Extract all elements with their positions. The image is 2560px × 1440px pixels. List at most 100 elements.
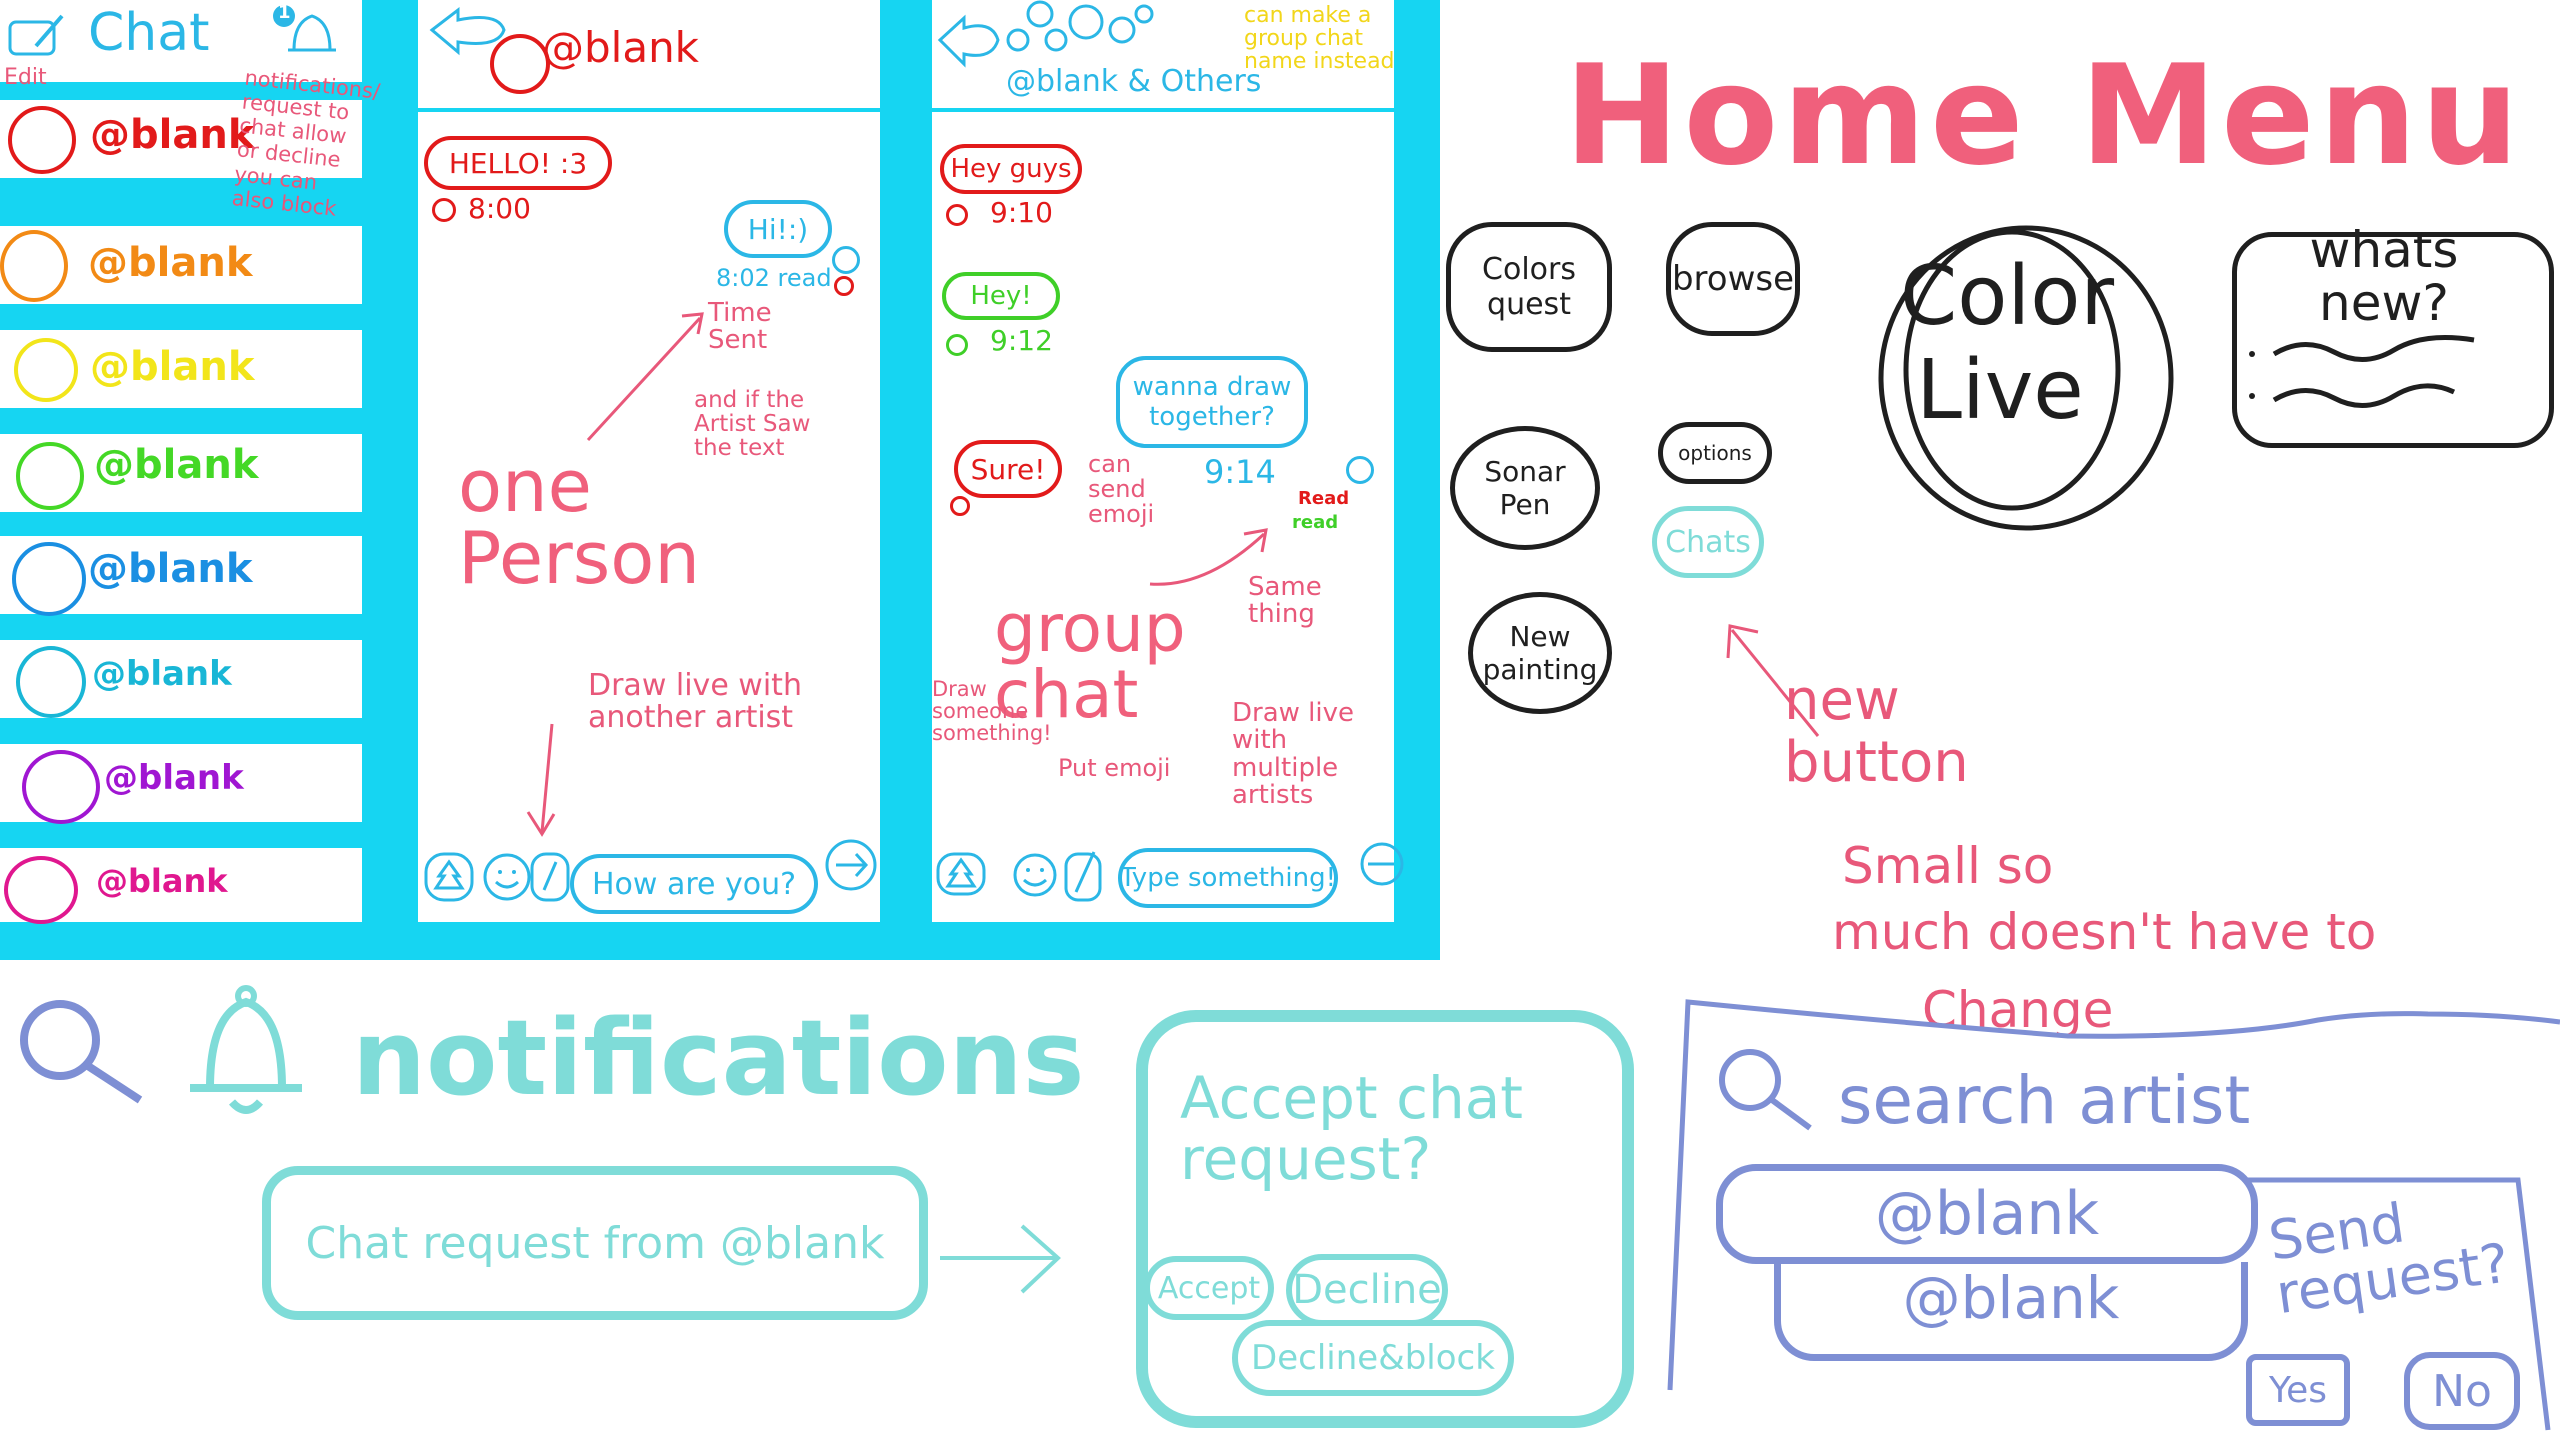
edit-icon[interactable] xyxy=(6,12,66,62)
incoming-time: 8:00 xyxy=(468,192,531,225)
chat-row-name: @blank xyxy=(96,862,228,900)
no-button[interactable]: No xyxy=(2404,1352,2520,1430)
outgoing-status: 8:02 read xyxy=(716,264,832,292)
outgoing-time: 9:14 xyxy=(1204,453,1276,491)
back-arrow-icon[interactable] xyxy=(422,4,512,58)
notifications-title: notifications xyxy=(352,997,1085,1119)
new-button-annotation: new button xyxy=(1784,668,1969,795)
chat-row[interactable]: @blank xyxy=(0,226,362,304)
chat-row[interactable]: @blank xyxy=(0,330,362,408)
search-artist-input[interactable]: search artist xyxy=(1838,1062,2251,1139)
accept-chat-title: Accept chat request? xyxy=(1180,1064,1524,1193)
one-person-label: one Person xyxy=(458,444,700,600)
decline-button[interactable]: Decline xyxy=(1286,1254,1448,1326)
chat-row-name: @blank xyxy=(88,546,253,592)
draw-someone-annotation: Draw someone something! xyxy=(932,677,1052,746)
chat-row-name: @blank xyxy=(90,344,255,390)
chat-row[interactable]: @blank xyxy=(0,434,362,512)
chat-row-name: @blank xyxy=(88,240,253,286)
new-painting-button[interactable]: New painting xyxy=(1468,592,1612,714)
chat-row-name: @blank xyxy=(92,654,232,694)
home-menu-title: Home Menu xyxy=(1564,35,2524,196)
browse-button[interactable]: browse xyxy=(1666,222,1800,336)
send-icon[interactable] xyxy=(1358,840,1404,888)
avatar xyxy=(8,106,76,174)
arrow-to-read xyxy=(1149,528,1268,586)
read-receipt: Read xyxy=(1298,488,1350,509)
avatar xyxy=(12,542,86,616)
read-receipt: read xyxy=(1292,512,1339,533)
arrow-to-dialog xyxy=(940,1224,1061,1294)
options-button[interactable]: options xyxy=(1658,422,1772,484)
small-change-annotation-1: Small so xyxy=(1842,837,2054,895)
draw-live-annotation: Draw live with another artist xyxy=(588,668,802,735)
sender-avatar xyxy=(946,204,968,226)
draw-multiple-annotation: Draw live with multiple artists xyxy=(1232,698,1355,810)
emoji-annotation: Put emoji xyxy=(1058,754,1171,782)
header-divider xyxy=(418,108,880,112)
read-annotation: and if the Artist Saw the text xyxy=(694,387,811,462)
tree-icon[interactable] xyxy=(936,852,986,896)
sender-avatar xyxy=(946,334,968,356)
search-panel-outline xyxy=(1667,999,2560,1431)
header-divider xyxy=(932,108,1394,112)
draw-live-icon[interactable] xyxy=(530,852,570,902)
incoming-time: 9:12 xyxy=(990,324,1053,357)
send-icon[interactable] xyxy=(824,838,878,892)
incoming-message-bubble: Hey! xyxy=(942,272,1060,320)
yes-button[interactable]: Yes xyxy=(2246,1354,2350,1426)
avatar xyxy=(16,646,86,718)
chat-row[interactable]: @blank xyxy=(0,848,362,924)
search-result[interactable]: @blank xyxy=(1716,1164,2258,1264)
incoming-message-bubble: Hey guys xyxy=(940,144,1082,194)
avatar xyxy=(22,750,100,824)
colors-quest-button[interactable]: Colors quest xyxy=(1446,222,1612,352)
sonar-pen-button[interactable]: Sonar Pen xyxy=(1450,426,1600,550)
bell-icon[interactable] xyxy=(170,978,320,1128)
bell-icon[interactable] xyxy=(272,2,352,62)
group-members: @blank & Others xyxy=(1006,64,1262,99)
color-live-logo[interactable] xyxy=(1836,210,2176,540)
edit-label[interactable]: Edit xyxy=(4,65,47,90)
notification-item[interactable]: Chat request from @blank xyxy=(262,1166,928,1320)
small-change-annotation-2: much doesn't have to xyxy=(1832,903,2377,961)
tree-icon[interactable] xyxy=(424,852,474,902)
decline-block-button[interactable]: Decline&block xyxy=(1232,1320,1514,1396)
search-result[interactable]: @blank xyxy=(1774,1262,2248,1361)
chat-row-name: @blank xyxy=(104,758,244,798)
message-input[interactable]: Type something! xyxy=(1118,848,1338,908)
outgoing-message-bubble: Hi!:) xyxy=(724,200,832,258)
whats-new-panel[interactable] xyxy=(2232,232,2554,448)
chat-row-name: @blank xyxy=(94,442,259,488)
search-icon[interactable] xyxy=(10,996,146,1106)
chat-row-name: @blank xyxy=(90,112,255,158)
chat-row[interactable]: @blank xyxy=(0,100,362,178)
chat-row[interactable]: @blank xyxy=(0,640,362,718)
chat-row[interactable]: @blank xyxy=(0,744,362,824)
chats-button[interactable]: Chats xyxy=(1652,506,1764,578)
dm-screen-content: @blank HELLO! :3 8:00 Hi!:) 8:02 read Ti… xyxy=(418,0,880,922)
contact-avatar xyxy=(490,34,550,94)
search-result-text: @blank xyxy=(1902,1264,2120,1332)
avatar xyxy=(4,856,78,924)
arrow-to-time xyxy=(586,312,704,442)
outgoing-message-bubble: wanna draw together? xyxy=(1116,356,1308,448)
accept-button[interactable]: Accept xyxy=(1144,1256,1274,1320)
emoji-annotation: can send emoji xyxy=(1088,450,1155,529)
back-arrow-icon[interactable] xyxy=(934,10,1004,70)
contact-name: @blank xyxy=(542,23,700,72)
whats-new-scribble xyxy=(2249,335,2475,409)
message-input[interactable]: How are you? xyxy=(570,854,818,914)
chat-row[interactable]: @blank xyxy=(0,536,362,616)
chat-list-title: Chat xyxy=(88,3,210,63)
whats-new-title: whats new? xyxy=(2309,221,2459,332)
emoji-icon[interactable] xyxy=(1012,852,1058,898)
own-avatar xyxy=(832,246,860,274)
search-icon[interactable] xyxy=(1710,1044,1820,1134)
group-chat-content: @blank & Others can make a group chat na… xyxy=(932,0,1404,922)
arrow-to-chats xyxy=(1726,624,1820,737)
read-receipt-dot xyxy=(834,276,854,296)
brush-icon[interactable] xyxy=(1064,846,1104,904)
emoji-icon[interactable] xyxy=(482,852,532,902)
accept-chat-dialog xyxy=(1136,1010,1634,1428)
